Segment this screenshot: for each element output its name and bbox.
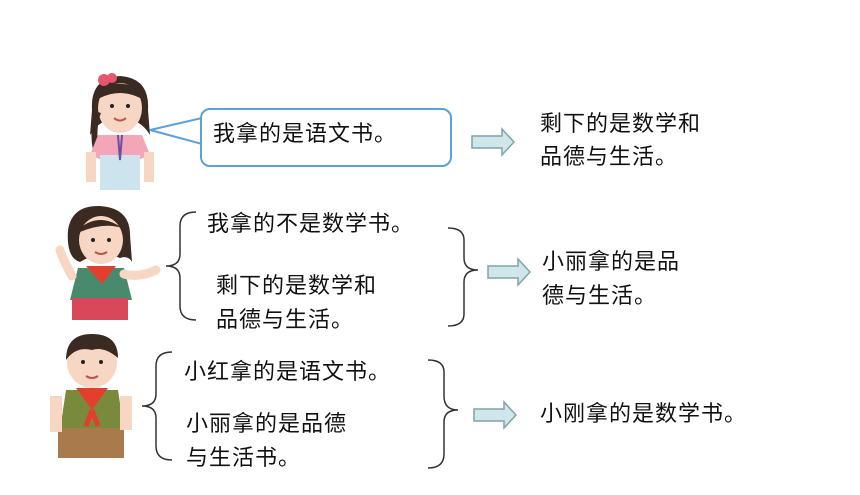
conclusion-row2-line2: 德与生活。 [542, 284, 658, 309]
left-brace-row2 [165, 211, 197, 321]
speech-bubble [200, 108, 452, 167]
arrow-icon [471, 127, 516, 157]
premise-row3-2-line2: 与生活书。 [186, 446, 302, 471]
arrow-icon [473, 400, 518, 430]
premise-row3-2-line1: 小丽拿的是品德 [186, 412, 348, 437]
girl-xiaohong-illustration [86, 73, 154, 190]
right-brace-row2 [447, 227, 479, 327]
premise-row2-1: 我拿的不是数学书。 [207, 212, 415, 237]
conclusion-row2-line1: 小丽拿的是品 [542, 250, 681, 275]
conclusion-row1-line1: 剩下的是数学和 [540, 112, 702, 137]
premise-row3-1: 小红拿的是语文书。 [184, 360, 392, 385]
boy-xiaogang-illustration [50, 334, 132, 458]
conclusion-row3: 小刚拿的是数学书。 [540, 402, 748, 427]
girl-xiaoli-illustration [55, 205, 161, 320]
conclusion-row1-line2: 品德与生活。 [540, 145, 679, 170]
speech-text: 我拿的是语文书。 [213, 122, 398, 147]
speech-bubble-tail [149, 116, 203, 146]
left-brace-row3 [141, 351, 173, 461]
right-brace-row3 [427, 359, 459, 469]
premise-row2-2-line2: 品德与生活。 [216, 308, 355, 333]
arrow-icon [487, 257, 532, 287]
premise-row2-2-line1: 剩下的是数学和 [216, 274, 378, 299]
